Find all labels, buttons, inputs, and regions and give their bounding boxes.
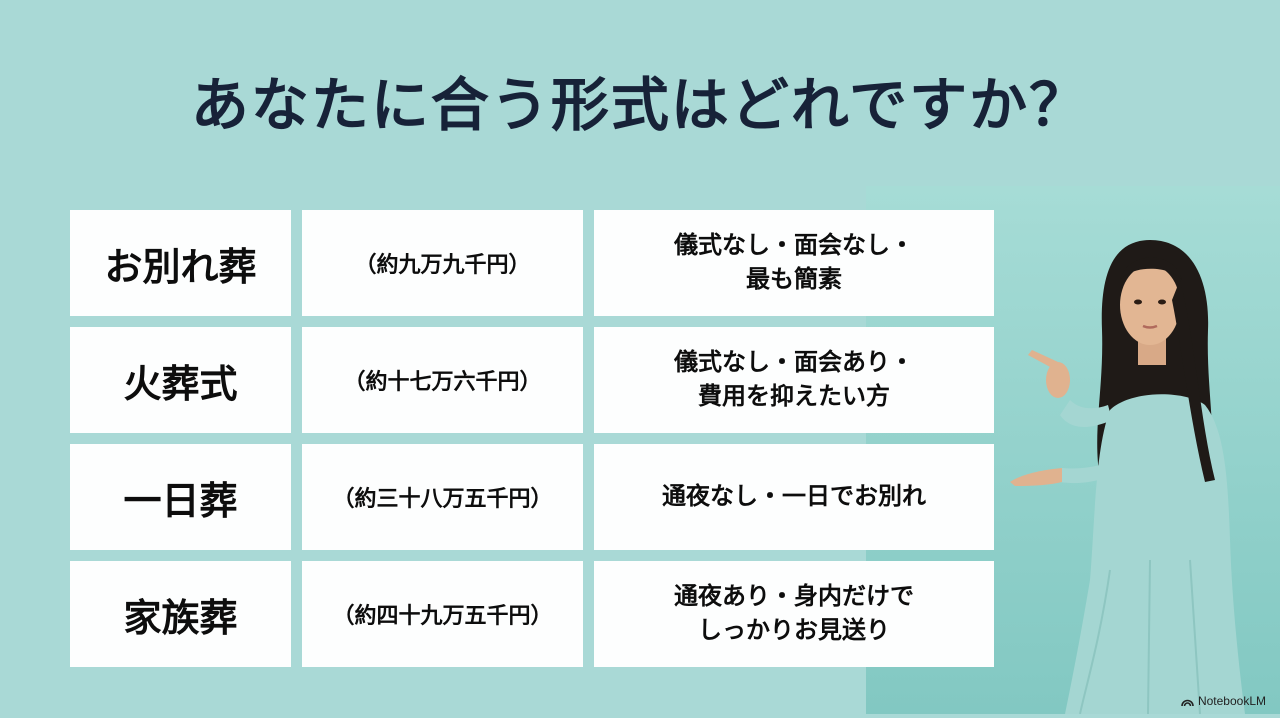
option-description: 儀式なし・面会あり・ 費用を抑えたい方 [594, 327, 994, 433]
option-name: 家族葬 [70, 561, 291, 667]
presenter-woman-image [1000, 220, 1280, 715]
option-name: お別れ葬 [70, 210, 291, 316]
option-description: 通夜あり・身内だけで しっかりお見送り [594, 561, 994, 667]
option-description: 儀式なし・面会なし・ 最も簡素 [594, 210, 994, 316]
option-name: 火葬式 [70, 327, 291, 433]
option-price: （約四十九万五千円） [302, 561, 583, 667]
option-price: （約十七万六千円） [302, 327, 583, 433]
option-price: （約九万九千円） [302, 210, 583, 316]
notebooklm-logo-icon [1181, 699, 1194, 706]
page-title: あなたに合う形式はどれですか？ [190, 71, 1090, 139]
option-price: （約三十八万五千円） [302, 444, 583, 550]
watermark-label: NotebookLM [1197, 694, 1266, 708]
notebooklm-watermark: NotebookLM [1181, 694, 1266, 708]
option-description: 通夜なし・一日でお別れ [594, 444, 994, 550]
option-name: 一日葬 [70, 444, 291, 550]
